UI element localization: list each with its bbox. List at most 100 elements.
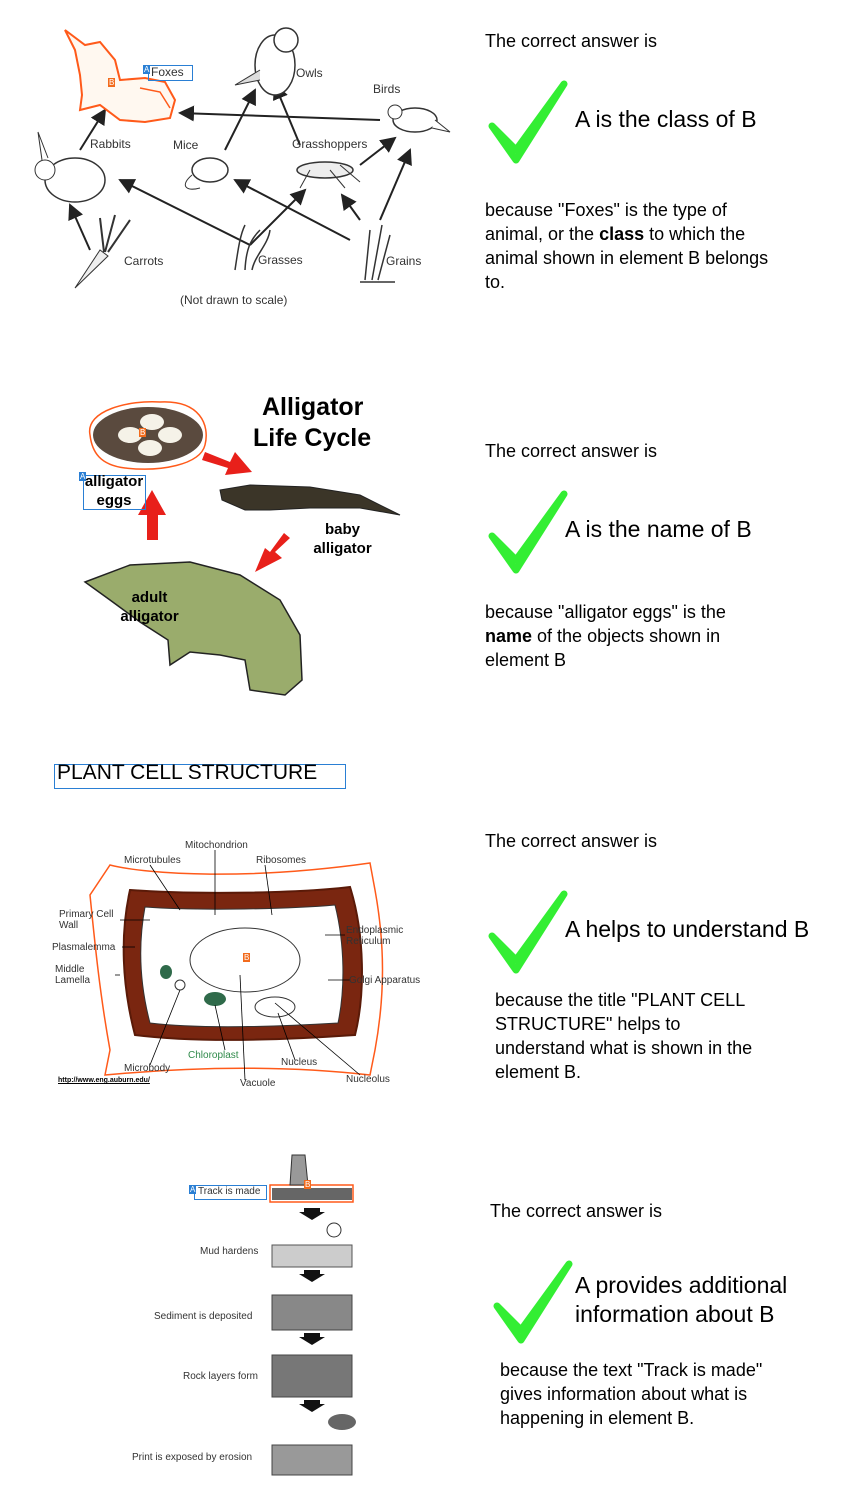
explanation: because "alligator eggs" is the name of … [485,600,765,672]
label-microtubules: Microtubules [124,855,181,866]
label-mitochondrion: Mitochondrion [185,840,248,851]
plant-cell-diagram: B Mitochondrion Microtubules Ribosomes P… [50,835,440,1095]
marker-a: A [143,65,151,74]
explanation: because "Foxes" is the type of animal, o… [485,198,770,294]
alligator-diagram: Alligator Life Cycle A B alligator eggs b… [70,390,420,710]
answer-text: A provides additional information about … [575,1272,788,1327]
label-step5: Print is exposed by erosion [132,1452,253,1463]
marker-a: A [79,472,87,481]
intro-text: The correct answer is [485,31,658,51]
explanation-text-end: of the objects shown in element B [485,626,721,670]
label-adult-alligator: adult alligator [112,588,187,626]
chloroplast-shape [160,965,172,979]
label-carrots: Carrots [124,254,164,268]
explanation-text: because the text "Track is made" gives i… [500,1360,763,1428]
label-baby-line1: baby [324,521,360,538]
label-url: http://www.eng.auburn.edu/ [58,1077,150,1084]
grasshopper-illustration [296,161,361,189]
diagram-title: PLANT CELL STRUCTURE [57,761,318,784]
food-web-arrows [34,27,451,289]
label-grasshoppers: Grasshoppers [292,137,368,151]
label-rabbits: Rabbits [90,137,131,151]
chloroplast-shape [204,992,226,1006]
element-a-box [54,764,346,789]
label-adult-line2: alligator [120,608,179,625]
label-nucleus: Nucleus [281,1057,318,1068]
label-primary-cell-wall-1: Primary Cell [59,909,114,920]
label-mice: Mice [173,138,199,152]
answer-text: A is the class of B [575,106,757,132]
label-owls: Owls [296,66,323,80]
label-grasses: Grasses [258,253,303,267]
label-chloroplast: Chloroplast [188,1050,239,1061]
label-step3: Sediment is deposited [154,1311,253,1322]
label-eggs-line1: alligator [84,473,144,490]
label-eggs-line2: eggs [96,492,132,509]
fox-illustration [64,29,177,124]
cycle-arrow [255,533,290,572]
cycle-arrow [202,452,252,475]
label-grains: Grains [386,254,422,268]
intro-text: The correct answer is [485,831,658,851]
explanation: because the title "PLANT CELL STRUCTURE"… [495,988,770,1084]
label-birds: Birds [373,82,401,96]
label-adult-line1: adult [131,589,168,606]
explanation-keyword: class [599,224,645,244]
label-middle-lamella-1: Middle [55,964,85,975]
grass-illustration [234,224,271,271]
diagram-title-line1: Alligator [262,393,364,421]
label-note: (Not drawn to scale) [180,293,288,307]
label-step2: Mud hardens [200,1246,259,1257]
label-foxes: Foxes [151,65,184,79]
check-mark-icon [488,80,568,164]
carrot-illustration [74,214,131,289]
food-web-diagram: A Foxes B Owls Birds Rabbits Mice Grassh… [20,20,460,320]
grain-illustration [360,224,395,283]
nucleus-shape [254,996,296,1018]
intro-text: The correct answer is [490,1201,663,1221]
diagram-title-line2: Life Cycle [253,424,372,452]
label-nucleolus: Nucleolus [346,1074,390,1085]
check-mark-icon [493,1260,573,1344]
label-vacuole: Vacuole [240,1078,276,1089]
answer-text: A helps to understand B [565,916,810,942]
rabbit-illustration [34,131,106,203]
label-microbody: Microbody [124,1063,171,1074]
label-plasmalemma: Plasmalemma [52,942,116,953]
explanation-text: because "alligator eggs" is the [485,602,726,622]
mouse-illustration [184,157,229,190]
label-golgi: Golgi Apparatus [349,975,421,986]
fossil-art [269,1154,356,1476]
label-alligator-eggs: alligator eggs [84,472,144,510]
label-baby-alligator: baby alligator [305,520,380,558]
fossil-diagram: A B Track is made Mud hardens Sediment i… [120,1150,370,1480]
bird-illustration [387,104,451,133]
explanation-keyword: name [485,626,533,646]
marker-b: B [304,1180,312,1189]
label-middle-lamella-2: Lamella [55,975,91,986]
element-a-box [83,475,146,510]
explanation: because the text "Track is made" gives i… [500,1358,775,1430]
intro-text: The correct answer is [485,441,658,461]
label-endoplasmic-2: Reticulum [346,936,391,947]
check-mark-icon [488,490,568,574]
label-primary-cell-wall-2: Wall [59,920,79,931]
explanation-text: because the title "PLANT CELL STRUCTURE"… [495,990,753,1082]
check-mark-icon [488,890,568,974]
plant-cell-art [89,850,384,1081]
owl-illustration [234,27,299,96]
label-baby-line2: alligator [313,540,372,557]
marker-b: B [108,78,116,87]
answer-text: A is the name of B [565,516,752,542]
label-endoplasmic-1: Endoplasmic [346,925,404,936]
label-ribosomes: Ribosomes [256,855,307,866]
marker-b: B [139,428,147,437]
explanation-text: because "Foxes" is the type of animal, o… [485,200,727,244]
marker-a: A [189,1185,197,1194]
explanation-text-end: to which the animal shown in element B b… [485,224,769,292]
label-step4: Rock layers form [183,1371,259,1382]
marker-b: B [243,953,251,962]
